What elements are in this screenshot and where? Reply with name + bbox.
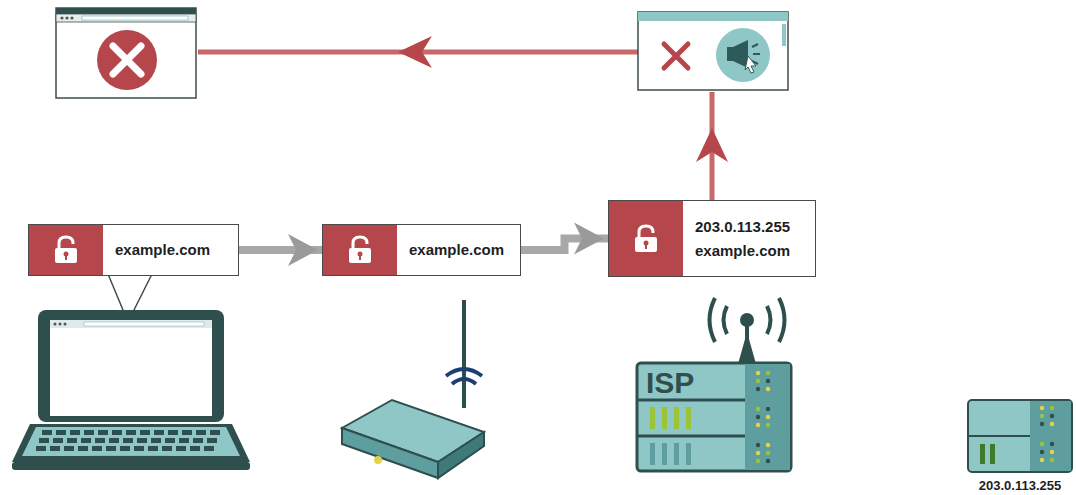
text-panel: example.com [103, 225, 238, 275]
node-text: example.com [115, 238, 226, 261]
arrow-head [696, 128, 728, 162]
lock-icon [633, 224, 659, 254]
arrow-head [288, 234, 318, 266]
lock-panel [609, 201, 683, 276]
arrow-head [398, 36, 432, 68]
block-arrows [198, 52, 712, 200]
lock-panel [323, 225, 397, 275]
arrow-head [574, 223, 604, 255]
text-panel: example.com [397, 225, 520, 275]
text-panel: 203.0.113.255example.com [683, 201, 815, 276]
request-box: example.com [322, 224, 521, 276]
isp-server [637, 298, 791, 471]
ip-label: 203.0.113.255 [979, 478, 1061, 493]
isp-label: ISP [646, 366, 694, 400]
request-arrow [521, 223, 608, 255]
node-text: example.com [409, 238, 508, 261]
node-text: example.com [695, 239, 803, 262]
request-arrow [239, 234, 322, 266]
web-server [968, 400, 1072, 472]
request-box: 203.0.113.255example.com [608, 200, 816, 277]
laptop [12, 310, 250, 470]
request-box: example.com [28, 224, 239, 276]
node-text: 203.0.113.255 [695, 215, 803, 238]
block-page [638, 12, 788, 90]
lock-icon [347, 235, 373, 265]
error-window [56, 8, 196, 98]
lock-panel [29, 225, 103, 275]
lock-icon [53, 235, 79, 265]
router [342, 300, 484, 478]
